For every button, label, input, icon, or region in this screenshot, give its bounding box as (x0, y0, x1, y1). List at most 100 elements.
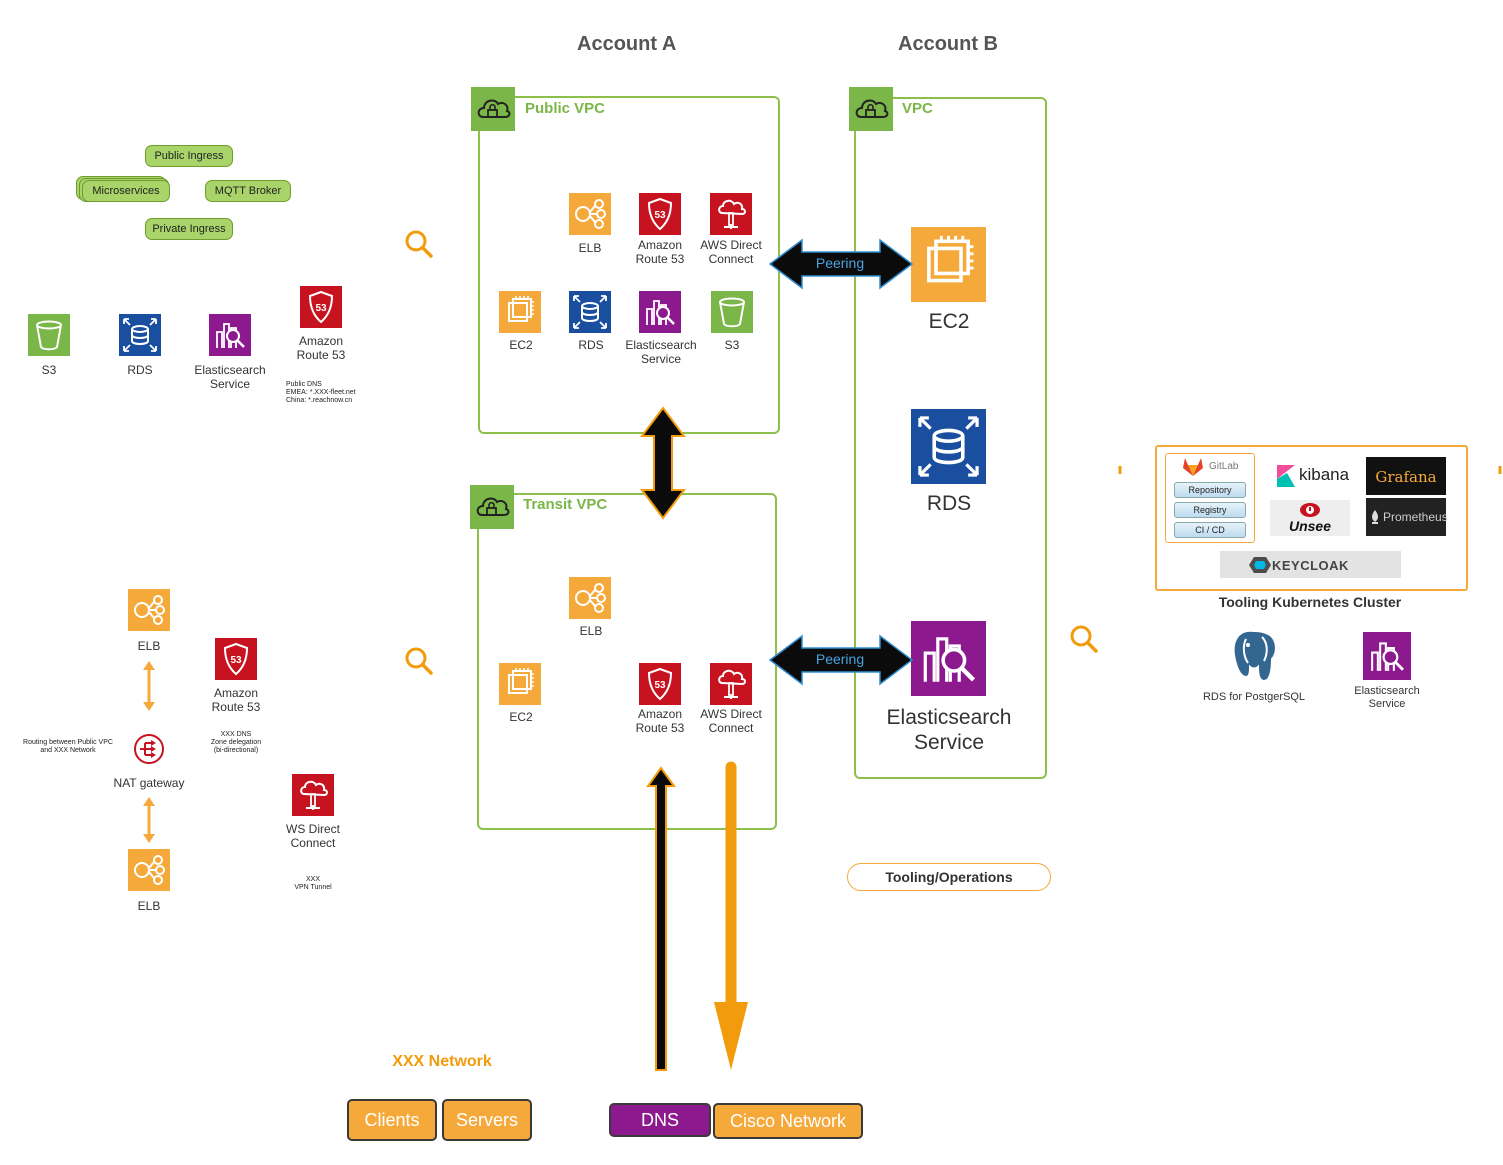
prometheus-flame-icon (1372, 510, 1378, 524)
private-ingress-pill[interactable]: Private Ingress (145, 218, 233, 240)
tooling-operations-pill[interactable]: Tooling/Operations (847, 863, 1051, 891)
cloud-lock-icon (471, 87, 515, 131)
elasticsearch-icon[interactable] (1363, 632, 1411, 680)
transit-ec2-label: EC2 (509, 710, 533, 724)
nat-gateway-icon[interactable] (132, 732, 166, 766)
elb-icon[interactable] (128, 849, 170, 891)
peering-label-top: Peering (815, 255, 865, 271)
public-s3-label: S3 (724, 338, 740, 352)
public-rds-label: RDS (578, 338, 604, 352)
network-title: XXX Network (392, 1053, 492, 1070)
zoom-icon[interactable] (1069, 624, 1099, 654)
dns-button[interactable]: DNS (609, 1103, 711, 1137)
public-ingress-pill[interactable]: Public Ingress (145, 145, 233, 167)
left-es-label-1: Elasticsearch (194, 363, 266, 377)
left-elb-top-label: ELB (137, 639, 161, 653)
dns-note-2: EMEA: *.XXX-fleet.net (286, 389, 356, 396)
kibana-label: kibana (1299, 465, 1350, 484)
route53-icon[interactable] (215, 638, 257, 680)
peering-arrow-top (768, 238, 914, 290)
left-r53-b-label-1: Amazon (213, 686, 259, 700)
vpn-note-2: VPN Tunnel (294, 884, 332, 891)
left-dc-label-1: WS Direct (286, 822, 340, 836)
gitlab-icon (1183, 458, 1203, 476)
postgresql-icon[interactable] (1226, 627, 1282, 685)
routing-note-1: Routing between Public VPC (23, 739, 113, 746)
public-vpc-title: Public VPC (525, 100, 606, 117)
left-elb-bottom-label: ELB (137, 899, 161, 913)
public-es-label-2: Service (640, 352, 681, 366)
transit-r53-label-1: Amazon (637, 707, 683, 721)
rds-pg-label: RDS for PostgerSQL (1202, 691, 1306, 703)
zoom-icon[interactable] (404, 229, 434, 259)
nat-gateway-label: NAT gateway (113, 776, 185, 790)
elb-icon[interactable] (128, 589, 170, 631)
rds-icon[interactable] (119, 314, 161, 356)
repository-chip[interactable]: Repository (1174, 482, 1246, 498)
public-dc-label-2: Connect (708, 252, 754, 266)
gitlab-box (1165, 453, 1255, 543)
grafana-card[interactable] (1366, 457, 1446, 495)
tooling-es-label-1: Elasticsearch (1354, 685, 1420, 697)
gitlab-label: GitLab (1209, 461, 1239, 472)
account-b-header: Account B (898, 33, 998, 55)
account-b-vpc-title: VPC (902, 100, 933, 117)
route53-icon[interactable] (300, 286, 342, 328)
public-elb-label: ELB (578, 241, 602, 255)
unsee-eye-icon (1300, 503, 1320, 517)
zone-note-3: (bi-directional) (213, 747, 259, 754)
transit-vpc-title: Transit VPC (523, 496, 608, 513)
grafana-label: Grafana (1375, 468, 1437, 486)
servers-button[interactable]: Servers (442, 1099, 532, 1141)
left-dc-label-2: Connect (290, 836, 336, 850)
cisco-down-arrow-head (714, 1002, 748, 1070)
microservices-pill[interactable]: Microservices (82, 180, 170, 202)
account-b-rds-label: RDS (926, 492, 972, 515)
tooling-cluster-box (1155, 445, 1468, 591)
kibana-icon (1277, 465, 1295, 487)
elasticsearch-icon[interactable] (209, 314, 251, 356)
s3-icon[interactable] (28, 314, 70, 356)
left-r53-label-2: Route 53 (296, 348, 346, 362)
left-es-label-2: Service (209, 377, 250, 391)
registry-chip[interactable]: Registry (1174, 502, 1246, 518)
cloud-lock-icon (849, 87, 893, 131)
unsee-label: Unsee (1288, 518, 1332, 534)
zone-note-2: Zone delegation (210, 739, 262, 746)
direct-connect-icon[interactable] (292, 774, 334, 816)
dns-note-3: China: *.reachnow.cn (286, 397, 353, 404)
public-r53-label-1: Amazon (637, 238, 683, 252)
transit-elb-label: ELB (579, 624, 603, 638)
account-b-es-label-2: Service (913, 731, 985, 754)
keycloak-icon (1249, 557, 1271, 573)
mqtt-broker-pill[interactable]: MQTT Broker (205, 180, 291, 202)
cicd-chip[interactable]: CI / CD (1174, 522, 1246, 538)
tooling-es-label-2: Service (1368, 698, 1406, 710)
public-dc-label-1: AWS Direct (700, 238, 762, 252)
vpc-link-arrow (640, 406, 686, 520)
keycloak-label: KEYCLOAK (1272, 558, 1349, 573)
transit-r53-label-2: Route 53 (635, 721, 685, 735)
vpn-note-1: XXX (305, 876, 320, 883)
clients-button[interactable]: Clients (347, 1099, 437, 1141)
prometheus-card[interactable] (1366, 498, 1446, 536)
account-b-es-label-1: Elasticsearch (886, 706, 1012, 729)
prometheus-label: Prometheus (1383, 510, 1448, 524)
public-r53-label-2: Route 53 (635, 252, 685, 266)
account-a-header: Account A (577, 33, 677, 55)
left-rds-label: RDS (127, 363, 153, 377)
left-r53-label-1: Amazon (298, 334, 344, 348)
tooling-cluster-title: Tooling Kubernetes Cluster (1218, 594, 1402, 610)
dns-note-1: Public DNS (286, 381, 322, 388)
dns-up-arrow (646, 766, 676, 1071)
left-r53-b-label-2: Route 53 (211, 700, 261, 714)
zone-note-1: XXX DNS (220, 731, 252, 738)
public-ec2-label: EC2 (509, 338, 533, 352)
zoom-icon[interactable] (404, 646, 434, 676)
routing-note-2: and XXX Network (40, 747, 96, 754)
transit-dc-label-2: Connect (708, 721, 754, 735)
transit-dc-label-1: AWS Direct (700, 707, 762, 721)
account-b-vpc-box (854, 97, 1047, 779)
cisco-network-button[interactable]: Cisco Network (713, 1103, 863, 1139)
